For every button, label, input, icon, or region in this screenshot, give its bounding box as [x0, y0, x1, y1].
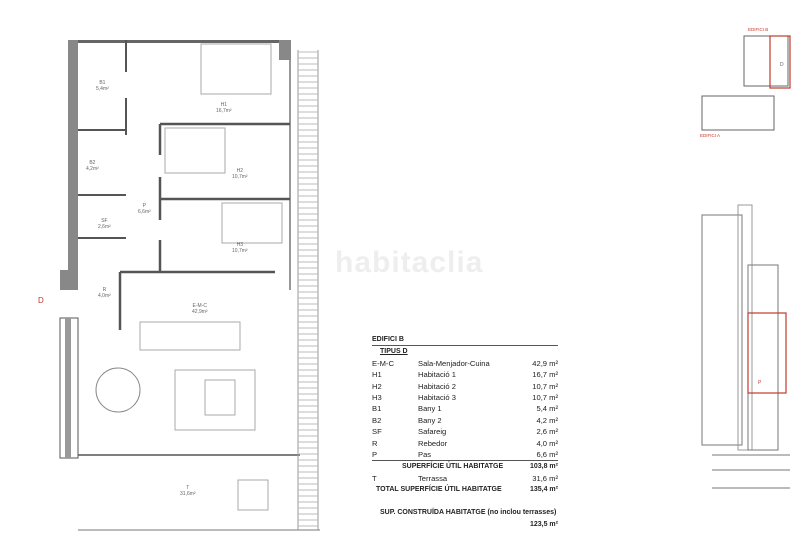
area-row: P Pas 6,6 m²: [372, 449, 558, 460]
area-cell: 10,7 m²: [532, 392, 558, 402]
area-row: SF Safareig 2,6 m²: [372, 426, 558, 437]
area-cell: SF: [372, 427, 382, 437]
entry-marker: D: [38, 296, 44, 305]
area-row: H2 Habitació 2 10,7 m²: [372, 381, 558, 392]
area-row: B1 Bany 1 5,4 m²: [372, 403, 558, 414]
elevation-unit: P: [758, 380, 762, 386]
area-cell: H3: [372, 392, 382, 402]
area-cell: P: [372, 449, 378, 459]
floor-plan: [59, 40, 320, 531]
building-title: EDIFICI B: [372, 334, 558, 347]
area-cell: 4,0 m²: [536, 438, 558, 448]
area-cell: Pas: [418, 449, 432, 459]
area-table: EDIFICI B TIPUS D E-M-C Sala-Menjador-Cui…: [372, 334, 558, 530]
built-area-label: SUP. CONSTRUÏDA HABITATGE (no inclou ter…: [380, 509, 557, 517]
watermark: habitaclia: [335, 246, 484, 279]
type-title: TIPUS D: [380, 348, 408, 356]
area-cell: Safareig: [418, 427, 447, 437]
area-cell: 10,7 m²: [532, 381, 558, 391]
railing-hatch: [298, 51, 318, 527]
area-cell: 2,6 m²: [536, 427, 558, 437]
area-cell: B1: [372, 404, 382, 414]
keyplan-building-b: EDIFICI B: [748, 27, 769, 32]
area-cell: 42,9 m²: [532, 358, 558, 368]
built-area-value: 123,5 m²: [529, 520, 558, 528]
area-row: H3 Habitació 3 10,7 m²: [372, 392, 558, 403]
area-row: E-M-C Sala-Menjador-Cuina 42,9 m²: [372, 358, 558, 369]
area-cell: Rebedor: [418, 438, 448, 448]
keyplan-unit: D: [780, 62, 784, 68]
area-cell: Sala-Menjador-Cuina: [418, 358, 490, 368]
area-cell: Bany 2: [418, 415, 442, 425]
area-cell: 16,7 m²: [532, 370, 558, 380]
area-row: R Rebedor 4,0 m²: [372, 438, 558, 449]
area-row: B2 Bany 2 4,2 m²: [372, 415, 558, 426]
area-row: H1 Habitació 1 16,7 m²: [372, 369, 558, 380]
area-cell: Habitació 2: [418, 381, 456, 391]
area-cell: H2: [372, 381, 382, 391]
area-cell: Bany 1: [418, 404, 442, 414]
area-cell: Habitació 3: [418, 392, 456, 402]
area-cell: B2: [372, 415, 382, 425]
area-cell: E-M-C: [372, 358, 394, 368]
area-cell: Habitació 1: [418, 370, 456, 380]
area-cell: 5,4 m²: [536, 404, 558, 414]
elevation: [701, 204, 790, 489]
keyplan-building-a: EDIFICI A: [700, 133, 721, 138]
area-cell: H1: [372, 370, 382, 380]
keyplan: [701, 35, 791, 131]
area-cell: 6,6 m²: [536, 449, 558, 459]
area-cell: R: [372, 438, 378, 448]
area-cell: 4,2 m²: [536, 415, 558, 425]
